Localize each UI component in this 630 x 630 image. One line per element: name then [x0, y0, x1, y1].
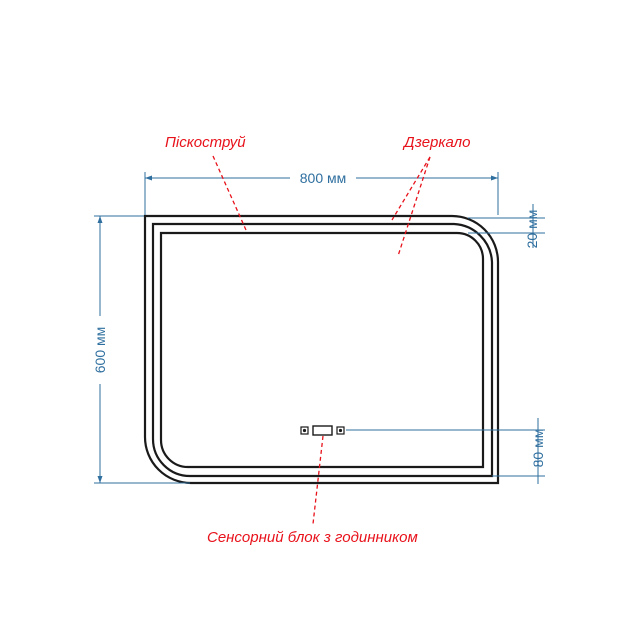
- sensor-offset-dimension: [346, 418, 545, 484]
- callout-sandblast-leader: [212, 155, 247, 231]
- clock-display-icon: [312, 425, 333, 436]
- callout-sensor-block: Сенсорний блок з годинником: [207, 529, 418, 546]
- width-dimension: [144, 172, 499, 215]
- callout-mirror: Дзеркало: [402, 134, 470, 151]
- callout-sandblast: Піскоструй: [165, 134, 246, 151]
- mirror-outer-contour: [143, 214, 500, 485]
- frame-offset-dimension: [468, 204, 545, 248]
- callout-sensor-leader: [312, 435, 324, 525]
- height-dimension: [94, 215, 190, 484]
- sensor-offset-dimension-label: 80 мм: [530, 429, 546, 468]
- frame-offset-dimension-label: 20 мм: [524, 210, 540, 249]
- height-dimension-label: 600 мм: [92, 327, 108, 374]
- callout-mirror-leader-2: [397, 156, 431, 257]
- touch-button-right-icon: [336, 426, 345, 435]
- mirror-surface-contour: [159, 231, 485, 469]
- callout-mirror-leader-1: [391, 156, 431, 221]
- width-dimension-label: 800 мм: [300, 170, 347, 186]
- sensor-block: [300, 425, 345, 436]
- touch-button-left-icon: [300, 426, 309, 435]
